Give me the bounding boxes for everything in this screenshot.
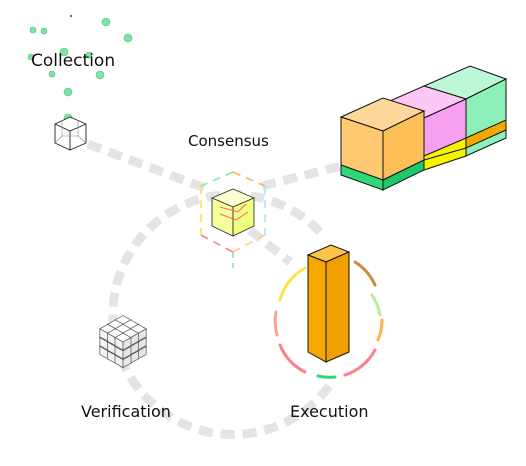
execution-ring xyxy=(273,260,384,379)
consensus-hexagon-outline xyxy=(200,171,266,268)
execution-prism-icon xyxy=(306,244,351,363)
dot xyxy=(59,47,69,57)
dot xyxy=(101,17,111,27)
block-stack-icon xyxy=(339,65,508,191)
path-consensus-blocks xyxy=(260,160,347,191)
consensus-label: Consensus xyxy=(188,132,269,150)
verification-cube-grid-icon xyxy=(99,315,147,369)
grid-cube-face xyxy=(122,345,132,360)
dot xyxy=(48,70,56,78)
dot xyxy=(85,51,93,59)
verification-label: Verification xyxy=(81,402,171,421)
dot xyxy=(95,70,105,80)
dot xyxy=(70,15,72,17)
collection-label: Collection xyxy=(31,51,116,71)
collection-cube-icon xyxy=(54,116,87,151)
path-collection-consensus xyxy=(86,139,212,195)
execution-label: Execution xyxy=(290,402,369,421)
dot xyxy=(29,26,37,34)
collection-dots-icon xyxy=(27,17,133,123)
dot xyxy=(27,53,35,61)
dot xyxy=(63,87,73,97)
consensus-cube-icon xyxy=(210,188,256,237)
dot xyxy=(123,33,133,43)
grid-cube-face xyxy=(122,337,132,351)
connection-paths xyxy=(86,139,347,439)
dot xyxy=(40,27,48,35)
grid-cube-face xyxy=(122,354,132,369)
path-consensus-execution xyxy=(247,226,293,266)
